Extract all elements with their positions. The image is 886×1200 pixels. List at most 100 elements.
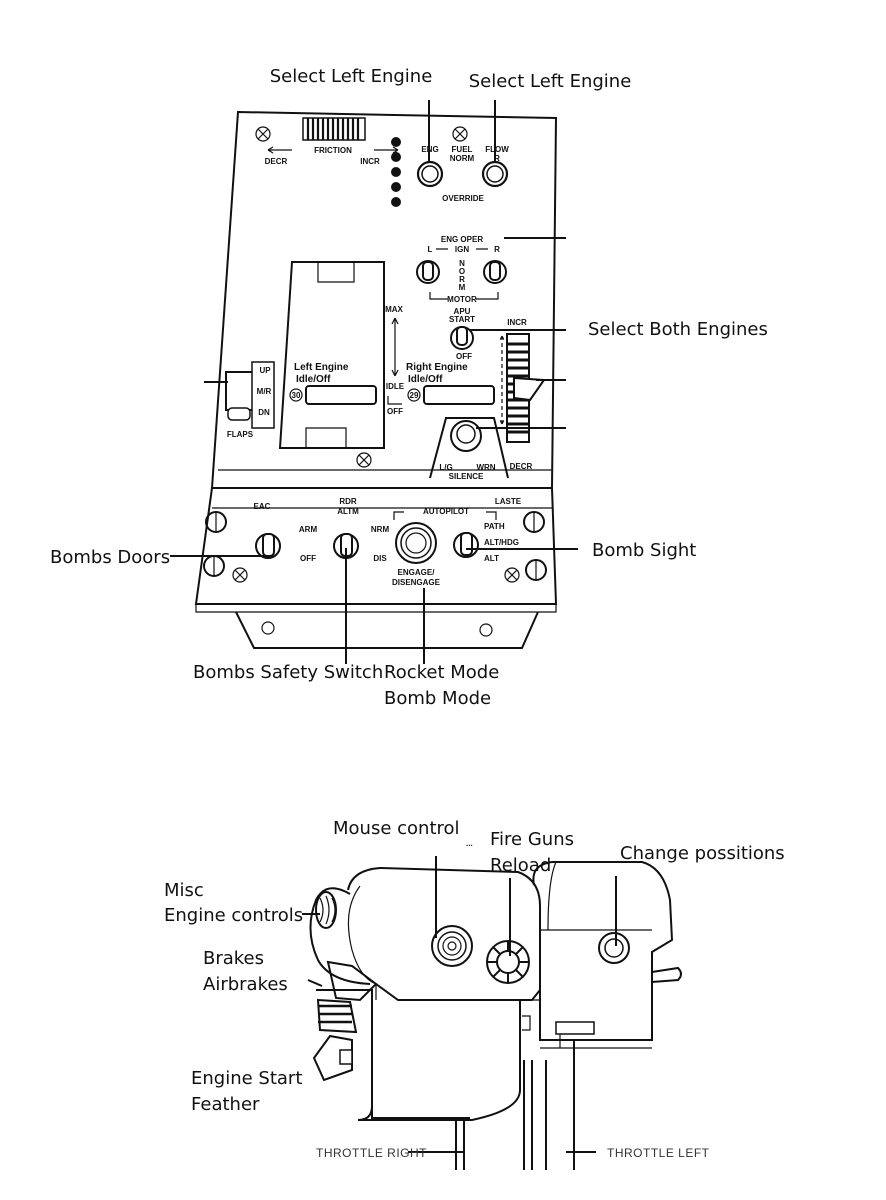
brakes-lever[interactable] [307,960,378,1034]
eng-override-button-left[interactable] [416,160,444,188]
callout-airbrakes: Airbrakes [203,974,288,995]
autopilot-engage-button[interactable] [395,522,437,564]
callout-select-left-engine-b: Select Left Engine [469,71,632,92]
friction-decr-label: DECR [265,157,288,166]
norm-m: M [459,283,466,292]
apu-label: APU [454,307,471,316]
callout-select-both-engines: Select Both Engines [588,319,768,340]
right-engine-number: 29 [410,391,419,400]
override-label: OVERRIDE [442,194,484,203]
throttle-right-label: THROTTLE RIGHT [316,1146,427,1160]
indicator-lights [391,137,401,207]
callout-fire-guns: Fire Guns [490,829,574,850]
flaps-label: FLAPS [227,430,254,439]
ign-l-label: L [428,245,433,254]
off-label: OFF [387,407,403,416]
norm-label: NORM [450,154,475,163]
right-engine-label: Right Engine [406,362,468,373]
screw-icon [356,452,372,468]
callout-mouse-control: Mouse control [333,818,460,839]
left-engine-idle-lever[interactable] [305,385,377,405]
screw-icon [504,567,520,583]
incr-right-label: INCR [507,318,527,327]
norm-r: R [459,275,465,284]
apu-start-toggle[interactable] [450,326,474,350]
engine-start-lever[interactable] [312,1034,353,1082]
apu-start-label: START [449,315,475,324]
wrn-label: WRN [476,463,495,472]
callout-bombs-doors: Bombs Doors [50,547,170,568]
callout-reload: Reload [490,855,551,876]
lg-label: L/G [439,463,452,472]
change-position-button[interactable] [598,932,630,964]
callout-rocket-mode: Rocket Mode [384,662,499,683]
callout-lines-lower [302,856,617,1153]
nrm-label: NRM [371,525,390,534]
rdr-label: RDR [339,497,357,506]
right-engine-idle-label: Idle/Off [408,374,443,385]
ign-r-label: R [494,245,500,254]
callout-ellipsis: ... [466,839,473,848]
callout-misc: Misc [164,880,204,901]
eng-override-button-right[interactable] [481,160,509,188]
callout-bomb-sight: Bomb Sight [592,540,696,561]
friction-wheel[interactable] [302,117,366,141]
callout-lines-upper [170,100,578,664]
path-label: PATH [484,522,505,531]
left-engine-idle-label: Idle/Off [296,374,331,385]
friction-incr-label: INCR [360,157,380,166]
silence-label: SILENCE [449,472,484,481]
flaps-mr-label: M/R [257,387,272,396]
callout-feather: Feather [191,1094,260,1115]
fire-guns-button[interactable] [486,940,530,984]
flaps-up-label: UP [259,366,271,375]
left-engine-label: Left Engine [294,362,349,373]
altm-label: ALTM [337,507,359,516]
left-engine-number: 30 [292,391,301,400]
right-engine-idle-lever[interactable] [423,385,495,405]
alt-label: ALT [484,554,499,563]
disengage-label: DISENGAGE [392,578,441,587]
arm-label: ARM [299,525,318,534]
rdr-altm-toggle[interactable] [333,533,359,559]
autopilot-label: AUTOPILOT [423,507,469,516]
throttle-slot [278,261,385,449]
screw-icon [255,126,271,142]
callout-engine-start: Engine Start [191,1068,302,1089]
misc-engine-control-knob[interactable] [315,891,337,929]
motor-label: MOTOR [447,295,477,304]
mouse-control-knob[interactable] [431,925,473,967]
screw-icon [523,511,545,533]
trim-wheel[interactable] [506,333,546,443]
eac-toggle[interactable] [255,533,281,559]
callout-engine-controls: Engine controls [164,905,303,926]
flow-label: FLOW [485,145,509,154]
flaps-switch[interactable] [225,361,275,429]
screw-icon [232,567,248,583]
fuel-label: FUEL [452,145,473,154]
callout-bomb-mode: Bomb Mode [384,688,491,709]
eng-oper-label: ENG OPER [441,235,483,244]
engage-label: ENGAGE/ [398,568,436,577]
throttle-quadrant-panel: FRICTION DECR INCR ENG FUEL NORM FLOW R … [194,110,558,649]
idle-label: IDLE [386,382,405,391]
callout-brakes: Brakes [203,948,264,969]
flow-r-label: R [494,154,500,163]
callout-select-left-engine-a: Select Left Engine [270,66,433,87]
lg-warning-silence-button[interactable] [429,417,509,479]
dis-label: DIS [373,554,387,563]
ign-label: IGN [455,245,469,254]
alt-hdg-label: ALT/HDG [484,538,519,547]
eac-off-label: OFF [300,554,316,563]
ignition-toggle-left[interactable] [416,260,440,284]
ignition-toggle-right[interactable] [483,260,507,284]
apu-off-label: OFF [456,352,472,361]
callout-change-positions: Change possitions [620,843,785,864]
screw-icon [452,126,468,142]
friction-label: FRICTION [314,146,352,155]
norm-o: O [459,267,465,276]
autopilot-mode-toggle[interactable] [453,532,479,558]
laste-label: LASTE [495,497,522,506]
decr-right-label: DECR [510,462,533,471]
